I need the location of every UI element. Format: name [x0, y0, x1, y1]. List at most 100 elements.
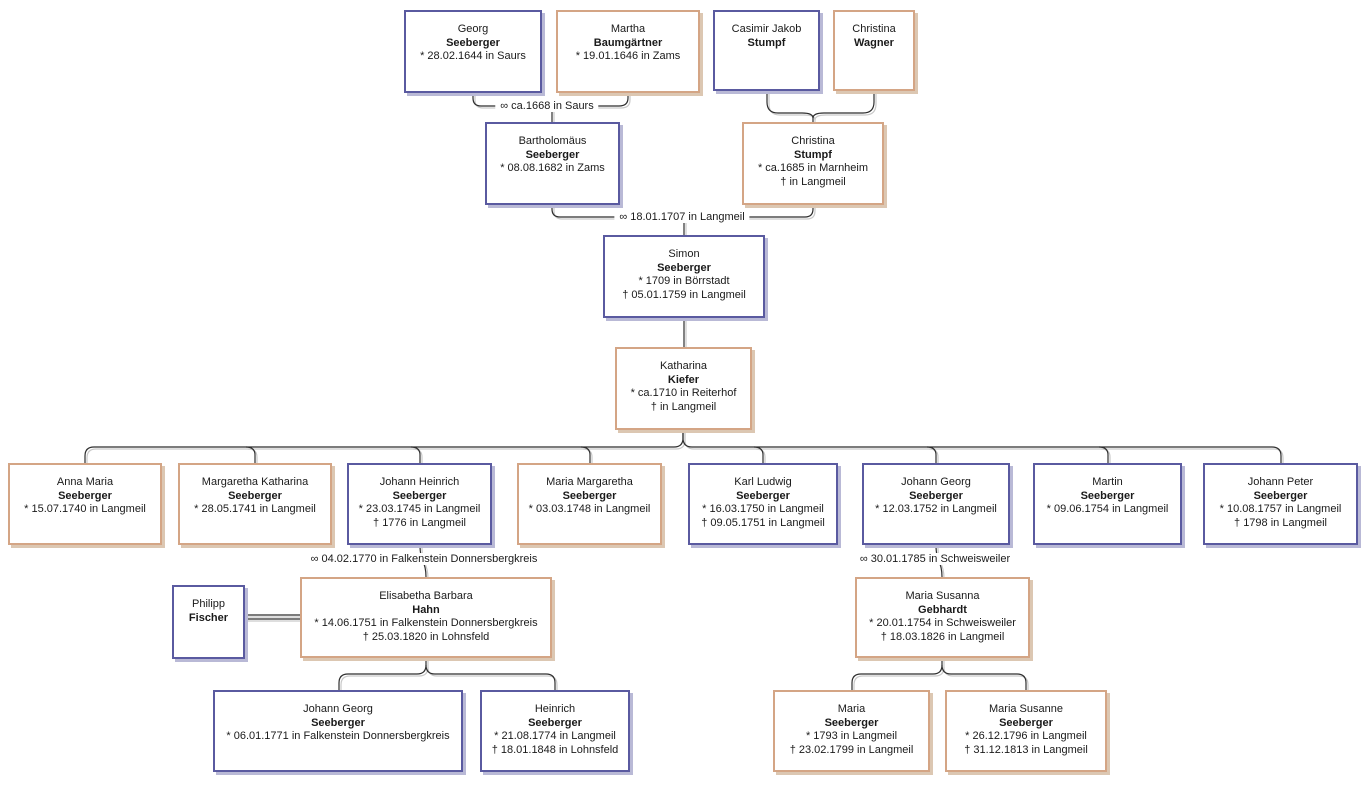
person-surname: Wagner	[854, 36, 894, 49]
person-surname: Seeberger	[736, 489, 790, 502]
person-birth-event: * 1793 in Langmeil	[805, 730, 898, 742]
person-given-name: Martha	[610, 23, 646, 35]
person-surname: Seeberger	[824, 716, 879, 729]
person-death-event: † 1776 in Langmeil	[373, 516, 466, 529]
connector-path	[814, 93, 877, 121]
marriage-label: ∞ 04.02.1770 in Falkenstein Donnersbergk…	[305, 553, 543, 565]
person-surname: Seeberger	[909, 489, 963, 502]
person-birth-event: * 03.03.1748 in Langmeil	[528, 503, 651, 515]
person-birth-event: * 21.08.1774 in Langmeil	[494, 730, 616, 742]
person-surname: Seeberger	[999, 716, 1053, 729]
person-surname: Stumpf	[747, 36, 786, 49]
person-given-name: Margaretha Katharina	[201, 476, 309, 488]
person-given-name: Elisabetha Barbara	[379, 590, 473, 602]
person-death-event: † 31.12.1813 in Langmeil	[964, 743, 1088, 756]
person-given-name: Christina	[852, 23, 896, 35]
connector-path	[684, 432, 1284, 465]
connector-path	[340, 666, 429, 692]
person-surname: Seeberger	[562, 489, 617, 502]
connector-path	[410, 446, 421, 463]
person-birth-event: * 19.01.1646 in Zams	[575, 50, 681, 62]
person-surname: Seeberger	[446, 36, 500, 49]
connector-path	[84, 430, 684, 463]
person-surname: Seeberger	[228, 489, 282, 502]
marriage-label: ∞ ca.1668 in Saurs	[495, 100, 599, 112]
person-surname: Kiefer	[667, 373, 700, 386]
person-given-name: Heinrich	[534, 703, 576, 715]
connector-path	[582, 448, 593, 465]
connector-path	[928, 448, 939, 465]
connector-path	[427, 666, 558, 692]
person-birth-event: * 14.06.1751 in Falkenstein Donnersbergk…	[314, 617, 538, 629]
connector-path	[247, 448, 258, 465]
connector-path	[86, 432, 686, 465]
person-given-name: Johann Heinrich	[379, 476, 460, 488]
person-birth-event: * 12.03.1752 in Langmeil	[875, 503, 997, 515]
person-surname: Seeberger	[392, 489, 447, 502]
person-surname: Stumpf	[794, 148, 832, 161]
connector-path	[926, 446, 937, 463]
person-given-name: Christina	[791, 135, 835, 147]
person-given-name: Johann Georg	[901, 476, 971, 488]
person-birth-event: * ca.1710 in Reiterhof	[630, 387, 737, 399]
person-surname: Seeberger	[525, 148, 580, 161]
person-given-name: Maria Susanna	[905, 590, 980, 602]
person-surname: Hahn	[412, 603, 440, 616]
person-birth-event: * ca.1685 in Marnheim	[757, 162, 869, 174]
connector-path	[755, 448, 766, 465]
connector-path	[768, 93, 816, 121]
person-given-name: Georg	[457, 23, 489, 35]
person-death-event: † 25.03.1820 in Lohnsfeld	[362, 630, 490, 643]
person-birth-event: * 10.08.1757 in Langmeil	[1219, 503, 1342, 515]
person-birth-event: * 28.05.1741 in Langmeil	[194, 503, 316, 515]
connector-path	[580, 446, 591, 463]
person-death-event: † 18.01.1848 in Lohnsfeld	[491, 743, 619, 756]
connector-path	[1100, 448, 1111, 465]
person-given-name: Katharina	[659, 360, 708, 372]
person-birth-event: * 23.03.1745 in Langmeil	[358, 503, 481, 515]
person-birth-event: * 28.02.1644 in Saurs	[420, 50, 526, 62]
connector-path	[425, 664, 556, 690]
person-surname: Seeberger	[1253, 489, 1308, 502]
person-birth-event: * 1709 in Börrstadt	[638, 275, 730, 287]
connector-path	[753, 446, 764, 463]
person-given-name: Anna Maria	[56, 476, 114, 488]
person-surname: Seeberger	[311, 716, 365, 729]
connector-path	[766, 91, 814, 119]
person-given-name: Martin	[1092, 476, 1123, 488]
person-death-event: † 09.05.1751 in Langmeil	[701, 516, 825, 529]
person-birth-event: * 16.03.1750 in Langmeil	[702, 503, 824, 515]
person-given-name: Bartholomäus	[518, 135, 587, 147]
person-given-name: Maria Susanne	[989, 703, 1063, 715]
connector-path	[338, 664, 427, 690]
person-death-event: † 05.01.1759 in Langmeil	[622, 288, 746, 301]
connector-path	[412, 448, 423, 465]
person-death-event: † in Langmeil	[780, 175, 846, 188]
person-surname: Seeberger	[1080, 489, 1135, 502]
